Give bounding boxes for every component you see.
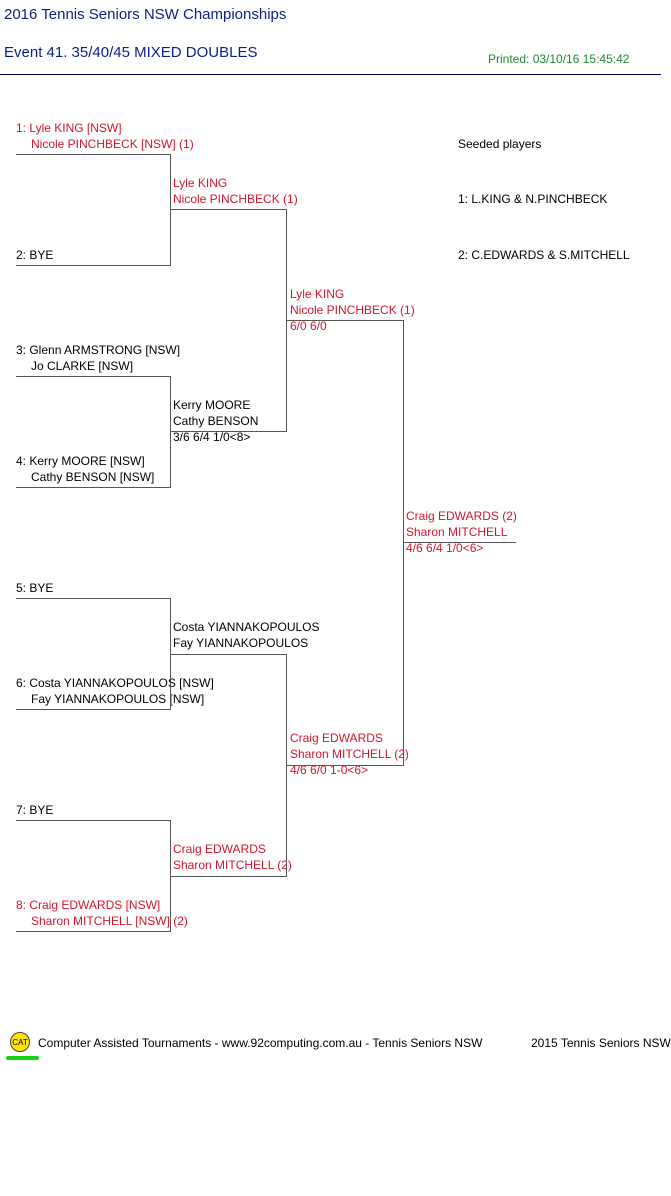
r2-match-4-line2: Sharon MITCHELL (2) bbox=[173, 858, 292, 872]
final-line2: Sharon MITCHELL bbox=[406, 525, 508, 539]
bracket-line bbox=[403, 320, 404, 766]
r1-player-6-line1: 6: Costa YIANNAKOPOULOS [NSW] bbox=[16, 676, 214, 690]
cat-logo: CAT bbox=[10, 1032, 30, 1052]
r1-player-4-line1: 4: Kerry MOORE [NSW] bbox=[16, 454, 145, 468]
r1-player-8-line2: Sharon MITCHELL [NSW] (2) bbox=[31, 914, 188, 928]
bracket-line bbox=[403, 542, 516, 543]
sf-match-1-line2: Nicole PINCHBECK (1) bbox=[290, 303, 415, 317]
page-title: 2016 Tennis Seniors NSW Championships bbox=[4, 6, 287, 23]
sf-match-1-line1: Lyle KING bbox=[290, 287, 345, 301]
r2-match-4-line1: Craig EDWARDS bbox=[173, 842, 266, 856]
r2-match-3-line2: Fay YIANNAKOPOULOS bbox=[173, 636, 309, 650]
sf-match-2-score: 4/6 6/0 1-0<6> bbox=[290, 763, 369, 777]
r1-player-1-line1: 1: Lyle KING [NSW] bbox=[16, 121, 122, 135]
bracket-line bbox=[286, 765, 404, 766]
r1-player-2-line1: 2: BYE bbox=[16, 248, 54, 262]
bracket-line bbox=[16, 598, 171, 599]
final-line1: Craig EDWARDS (2) bbox=[406, 509, 517, 523]
footer-credit: Computer Assisted Tournaments - www.92co… bbox=[38, 1036, 483, 1050]
bracket-line bbox=[170, 876, 287, 877]
bracket-line bbox=[16, 376, 171, 377]
bracket-line bbox=[170, 431, 287, 432]
r2-match-1-line2: Nicole PINCHBECK (1) bbox=[173, 192, 298, 206]
seed-2: 2: C.EDWARDS & S.MITCHELL bbox=[458, 248, 630, 262]
sf-match-1-score: 6/0 6/0 bbox=[290, 319, 327, 333]
bracket-line bbox=[16, 709, 171, 710]
r1-player-4-line2: Cathy BENSON [NSW] bbox=[31, 470, 155, 484]
event-title: Event 41. 35/40/45 MIXED DOUBLES bbox=[4, 44, 258, 61]
r1-player-8-line1: 8: Craig EDWARDS [NSW] bbox=[16, 898, 161, 912]
bracket-line bbox=[16, 487, 171, 488]
r1-player-3-line1: 3: Glenn ARMSTRONG [NSW] bbox=[16, 343, 181, 357]
seeded-heading: Seeded players bbox=[458, 137, 542, 151]
r1-player-6-line2: Fay YIANNAKOPOULOS [NSW] bbox=[31, 692, 205, 706]
bracket-line bbox=[16, 154, 171, 155]
bracket-line bbox=[170, 376, 171, 488]
header-divider bbox=[0, 74, 661, 75]
r1-player-1-line2: Nicole PINCHBECK [NSW] (1) bbox=[31, 137, 194, 151]
bracket-line bbox=[170, 154, 171, 266]
r2-match-2-line2: Cathy BENSON bbox=[173, 414, 259, 428]
bracket-line bbox=[16, 820, 171, 821]
bracket-line bbox=[16, 265, 171, 266]
r2-match-1-line1: Lyle KING bbox=[173, 176, 228, 190]
final-score: 4/6 6/4 1/0<6> bbox=[406, 541, 484, 555]
r2-match-2-line1: Kerry MOORE bbox=[173, 398, 251, 412]
sf-match-2-line1: Craig EDWARDS bbox=[290, 731, 383, 745]
footer-right: 2015 Tennis Seniors NSW bbox=[531, 1036, 671, 1050]
r2-match-3-line1: Costa YIANNAKOPOULOS bbox=[173, 620, 320, 634]
seed-1: 1: L.KING & N.PINCHBECK bbox=[458, 192, 608, 206]
r1-player-3-line2: Jo CLARKE [NSW] bbox=[31, 359, 134, 373]
cat-logo-underline bbox=[6, 1056, 39, 1060]
r1-player-5-line1: 5: BYE bbox=[16, 581, 54, 595]
bracket-line bbox=[170, 654, 287, 655]
printed-timestamp: Printed: 03/10/16 15:45:42 bbox=[488, 52, 630, 66]
r2-match-2-score: 3/6 6/4 1/0<8> bbox=[173, 430, 251, 444]
sf-match-2-line2: Sharon MITCHELL (2) bbox=[290, 747, 409, 761]
r1-player-7-line1: 7: BYE bbox=[16, 803, 54, 817]
bracket-line bbox=[170, 209, 287, 210]
bracket-line bbox=[286, 320, 404, 321]
bracket-line bbox=[16, 931, 171, 932]
